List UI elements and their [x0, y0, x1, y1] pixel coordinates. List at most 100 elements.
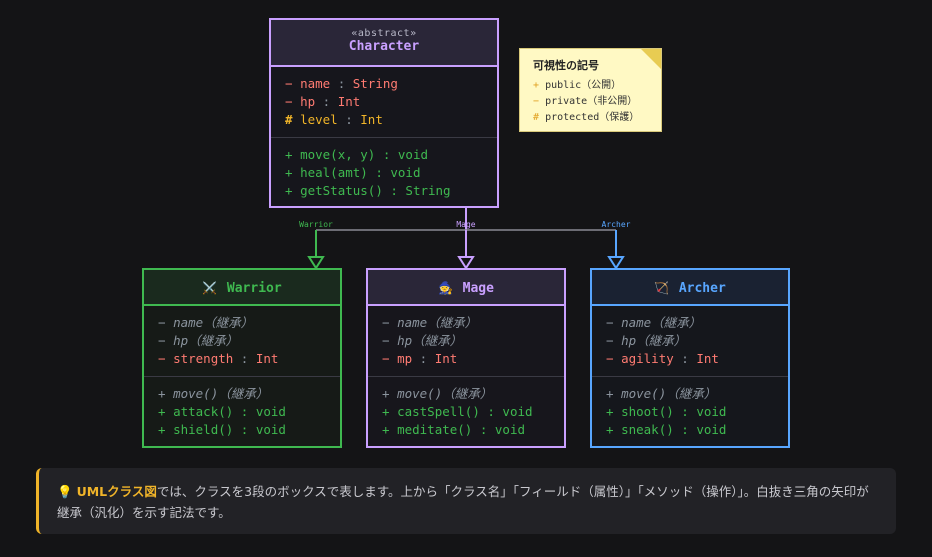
class-character[interactable]: «abstract» Character − name : String − h…	[269, 18, 499, 208]
class-warrior[interactable]: ⚔️ Warrior − name（継承） − hp（継承） − strengt…	[142, 268, 342, 448]
type-separator: :	[337, 112, 361, 127]
divider	[271, 137, 497, 138]
field-text: name（継承）	[621, 315, 702, 330]
class-archer-header: 🏹 Archer	[592, 270, 788, 304]
character-fields: − name : String − hp : Int # level : Int	[271, 67, 497, 137]
class-name: Mage	[462, 281, 494, 296]
visibility-symbol: −	[158, 351, 166, 366]
method-signature: heal(amt) : void	[300, 165, 421, 180]
inherited-method-row: + move()（継承）	[158, 385, 340, 403]
note-text: protected（保護）	[545, 112, 640, 123]
visibility-symbol: −	[285, 94, 293, 109]
visibility-symbol: −	[285, 76, 293, 91]
visibility-symbol: +	[285, 165, 293, 180]
field-type: Int	[255, 351, 279, 366]
method-row: + attack() : void	[158, 403, 340, 421]
divider	[368, 376, 564, 377]
divider	[144, 376, 340, 377]
field-row: − strength : Int	[158, 350, 340, 368]
field-name: level	[300, 112, 338, 127]
visibility-symbol: −	[606, 315, 614, 330]
method-text: move()（継承）	[173, 386, 269, 401]
inherited-field-row: − hp（継承）	[606, 332, 788, 350]
divider	[368, 304, 564, 306]
visibility-symbol: #	[533, 112, 540, 123]
class-character-header: «abstract» Character	[271, 20, 497, 65]
field-row: − hp : Int	[285, 93, 497, 111]
type-separator: :	[233, 351, 256, 366]
method-signature: getStatus() : String	[300, 183, 451, 198]
method-row: + move(x, y) : void	[285, 146, 497, 164]
visibility-symbol: +	[533, 80, 540, 91]
visibility-symbol: +	[606, 386, 614, 401]
mage-fields: − name（継承） − hp（継承） − mp : Int	[368, 306, 564, 376]
field-type: String	[352, 76, 398, 91]
visibility-symbol: +	[285, 147, 293, 162]
method-signature: shoot() : void	[621, 404, 727, 419]
note-row: − private（非公開）	[533, 92, 637, 107]
inherited-field-row: − hp（継承）	[382, 332, 564, 350]
stereotype-label: «abstract»	[351, 28, 417, 39]
inherited-field-row: − name（継承）	[158, 314, 340, 332]
visibility-symbol: +	[158, 422, 166, 437]
type-separator: :	[330, 76, 353, 91]
method-text: move()（継承）	[621, 386, 717, 401]
method-row: + shoot() : void	[606, 403, 788, 421]
callout-highlight: UMLクラス図	[76, 484, 157, 499]
warrior-arrowhead	[307, 256, 325, 270]
visibility-symbol: −	[533, 96, 540, 107]
visibility-symbol: −	[382, 315, 390, 330]
method-row: + meditate() : void	[382, 421, 564, 439]
visibility-symbol: +	[382, 386, 390, 401]
inherited-field-row: − name（継承）	[382, 314, 564, 332]
field-text: name（継承）	[397, 315, 478, 330]
field-type: Int	[337, 94, 361, 109]
field-type: Int	[434, 351, 458, 366]
class-archer[interactable]: 🏹 Archer − name（継承） − hp（継承） − agility :…	[590, 268, 790, 448]
inherited-field-row: − hp（継承）	[158, 332, 340, 350]
note-text: private（非公開）	[545, 96, 638, 107]
archer-methods: + move()（継承） + shoot() : void + sneak() …	[592, 377, 788, 439]
mage-arrowhead	[457, 256, 475, 270]
visibility-symbol: −	[382, 333, 390, 348]
visibility-symbol: −	[382, 351, 390, 366]
callout-text: では、クラスを3段のボックスで表します。上から「クラス名」「フィールド（属性）」…	[57, 484, 869, 520]
visibility-symbol: +	[382, 404, 390, 419]
method-signature: castSpell() : void	[397, 404, 533, 419]
inherited-method-row: + move()（継承）	[606, 385, 788, 403]
folded-corner	[641, 49, 661, 69]
class-mage[interactable]: 🧙 Mage − name（継承） − hp（継承） − mp : Int + …	[366, 268, 566, 448]
field-name: name	[300, 76, 331, 91]
field-name: strength	[173, 351, 234, 366]
class-name: Character	[348, 39, 420, 54]
inherited-field-row: − name（継承）	[606, 314, 788, 332]
visibility-symbol: +	[382, 422, 390, 437]
wizard-icon: 🧙	[438, 281, 453, 295]
method-row: + getStatus() : String	[285, 182, 497, 200]
divider	[144, 304, 340, 306]
class-mage-header: 🧙 Mage	[368, 270, 564, 304]
warrior-methods: + move()（継承） + attack() : void + shield(…	[144, 377, 340, 439]
visibility-symbol: +	[285, 183, 293, 198]
info-callout: 💡 UMLクラス図では、クラスを3段のボックスで表します。上から「クラス名」「フ…	[36, 468, 896, 534]
visibility-symbol: +	[158, 386, 166, 401]
divider	[271, 65, 497, 67]
field-type: Int	[360, 112, 383, 127]
lightbulb-icon: 💡	[57, 484, 73, 499]
warrior-fields: − name（継承） − hp（継承） − strength : Int	[144, 306, 340, 376]
field-text: hp（継承）	[397, 333, 463, 348]
visibility-symbol: +	[158, 404, 166, 419]
divider	[592, 376, 788, 377]
field-row: # level : Int	[285, 111, 497, 129]
class-warrior-header: ⚔️ Warrior	[144, 270, 340, 304]
archer-arrowhead	[607, 256, 625, 270]
divider	[592, 304, 788, 306]
method-signature: meditate() : void	[397, 422, 525, 437]
field-text: hp（継承）	[621, 333, 687, 348]
type-separator: :	[315, 94, 338, 109]
field-type: Int	[696, 351, 719, 366]
note-row: + public（公開）	[533, 76, 621, 91]
visibility-symbol: #	[285, 112, 293, 127]
field-name: agility	[621, 351, 674, 366]
